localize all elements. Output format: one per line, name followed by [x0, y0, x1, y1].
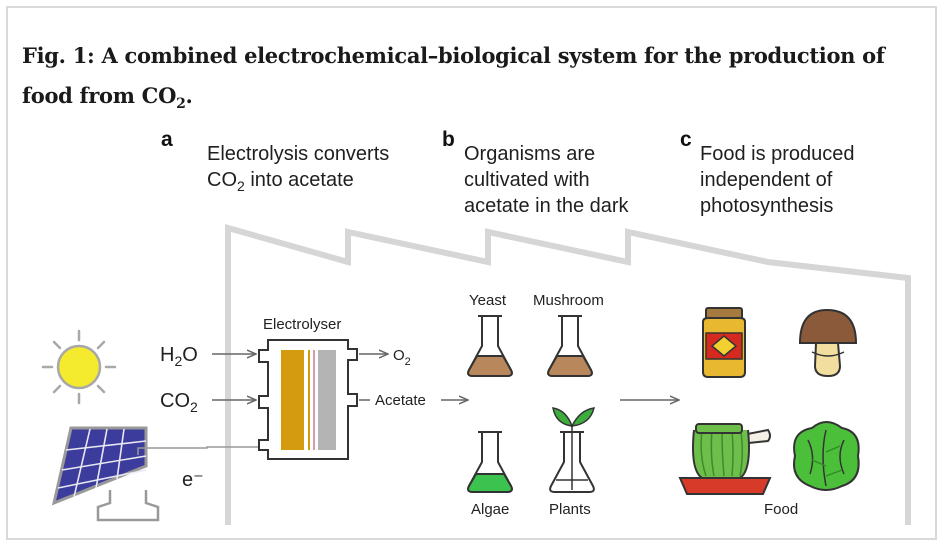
acetate-label: Acetate — [375, 392, 426, 409]
o2-label: O2 — [393, 347, 411, 368]
figure-frame — [6, 6, 937, 540]
sprout-icon — [552, 407, 595, 427]
h2o-label: H2O — [160, 344, 198, 369]
panel-b-line1: Organisms are — [464, 143, 595, 165]
yeast-label: Yeast — [469, 292, 507, 309]
electrolyser-cell — [258, 339, 358, 460]
wire — [137, 446, 258, 455]
mushroom-label: Mushroom — [533, 292, 604, 309]
algae-label: Algae — [471, 501, 509, 518]
plants-label: Plants — [549, 501, 591, 518]
food-label: Food — [764, 501, 798, 518]
co2-label: CO2 — [160, 390, 198, 415]
jar-icon — [702, 307, 746, 378]
panel-b-line2: cultivated with — [464, 169, 590, 191]
figure-title: Fig. 1: A combined electrochemical–biolo… — [22, 43, 885, 113]
lettuce-icon — [793, 421, 860, 491]
flask-icon — [467, 431, 513, 493]
flask-icon — [467, 315, 513, 377]
panel-c-line2: independent of — [700, 169, 833, 191]
noodle-plate-icon — [678, 423, 772, 495]
electron-label: e⁻ — [182, 469, 204, 491]
factory-outline — [225, 224, 911, 525]
panel-b-letter: b — [442, 128, 455, 151]
panel-c-line3: photosynthesis — [700, 195, 833, 217]
panel-a-line2: CO2 into acetate — [207, 169, 354, 194]
electrolyser-label: Electrolyser — [263, 316, 341, 333]
panel-a-letter: a — [161, 128, 173, 151]
flask-icon — [549, 426, 595, 493]
solar-panel-icon — [51, 426, 160, 522]
panel-a-line1: Electrolysis converts — [207, 143, 389, 165]
panel-b-line3: acetate in the dark — [464, 195, 630, 217]
panel-c-line1: Food is produced — [700, 143, 855, 165]
sun-icon — [41, 329, 117, 405]
flask-icon — [547, 315, 593, 377]
mushroom-icon — [798, 308, 858, 378]
panel-c-letter: c — [680, 128, 692, 151]
